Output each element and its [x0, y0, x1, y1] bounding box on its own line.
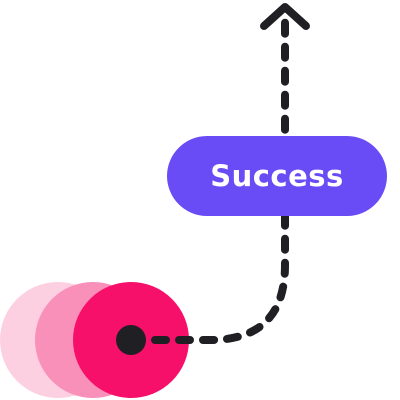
success-label: Success	[210, 159, 344, 193]
dashed-path	[127, 8, 289, 344]
success-badge: Success	[167, 136, 387, 216]
arrow-up-icon	[260, 3, 310, 30]
origin-dot-icon	[116, 325, 146, 355]
